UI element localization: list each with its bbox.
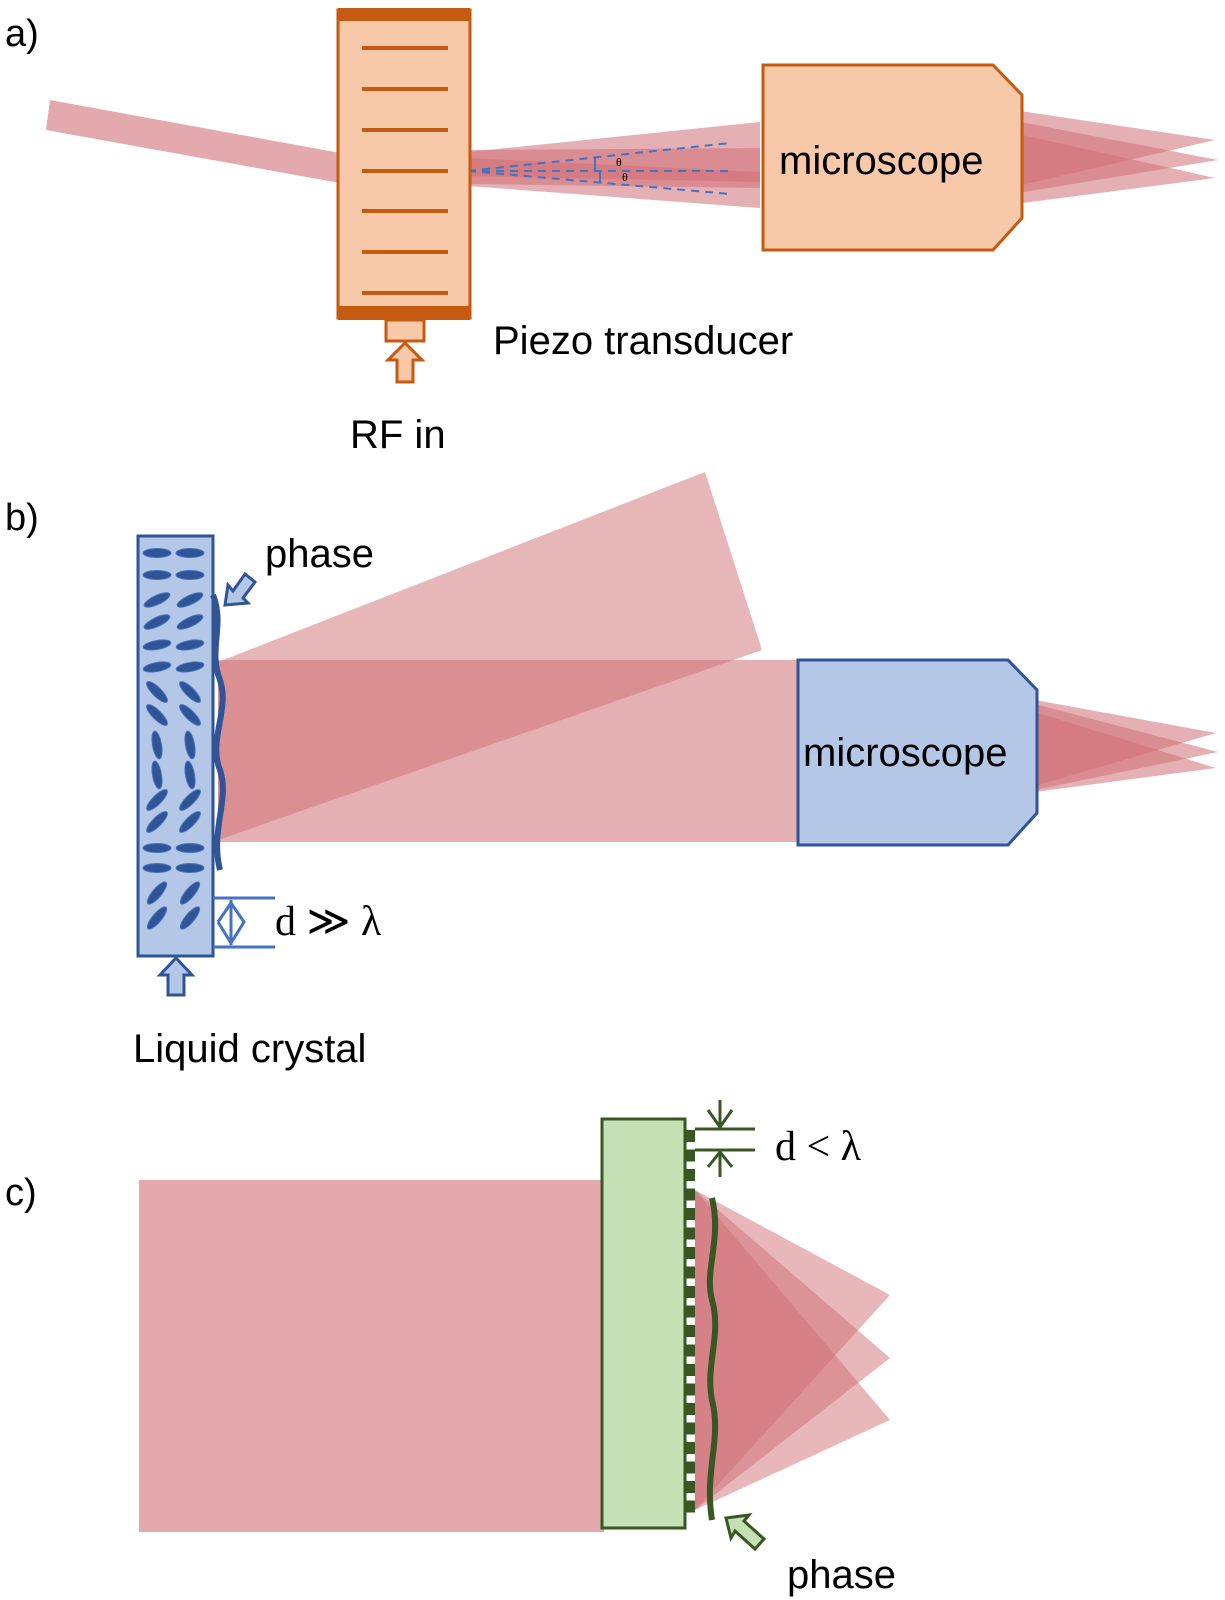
lc-molecule bbox=[179, 881, 201, 905]
lc-molecule bbox=[146, 789, 168, 811]
meta-pillar bbox=[685, 1403, 695, 1415]
meta-pillar bbox=[685, 1422, 695, 1435]
lc-molecule bbox=[176, 592, 204, 608]
phase-front bbox=[210, 593, 226, 871]
meta-pillar bbox=[685, 1149, 695, 1162]
meta-pillar bbox=[685, 1188, 695, 1201]
lc-molecule bbox=[175, 548, 205, 558]
rf-in-label: RF in bbox=[350, 413, 446, 457]
theta-bottom: θ bbox=[622, 170, 628, 184]
meta-pillar bbox=[685, 1344, 695, 1357]
phase-label-c: phase bbox=[787, 1553, 896, 1597]
lc-molecule bbox=[175, 570, 205, 580]
microscope-b: microscope bbox=[796, 658, 1039, 847]
output-beams-c bbox=[695, 1190, 890, 1510]
meta-pillar bbox=[685, 1169, 695, 1181]
lc-molecule bbox=[179, 906, 201, 930]
meta-pillar bbox=[685, 1325, 695, 1337]
panel-c-label: c) bbox=[5, 1172, 37, 1214]
lc-molecule bbox=[184, 760, 196, 790]
lc-molecule bbox=[175, 639, 205, 651]
meta-pillar bbox=[685, 1227, 695, 1240]
lc-molecule bbox=[142, 570, 172, 580]
incoming-beam-c bbox=[139, 1180, 604, 1532]
focused-output-b bbox=[1035, 700, 1218, 792]
lc-molecule bbox=[151, 760, 163, 790]
spacing-marker-b bbox=[213, 896, 275, 949]
piezo-transducer bbox=[336, 8, 472, 384]
liquid-crystal-cell bbox=[136, 534, 226, 958]
meta-pillar bbox=[685, 1266, 695, 1279]
lc-molecule bbox=[179, 789, 201, 811]
meta-pillar bbox=[685, 1500, 695, 1513]
phase-arrow-b-icon bbox=[223, 571, 258, 607]
meta-pillar bbox=[685, 1305, 695, 1318]
lc-molecule bbox=[146, 906, 168, 930]
spacing-label-c: d < λ bbox=[775, 1124, 862, 1170]
lc-molecule bbox=[142, 863, 172, 873]
diffracted-beams bbox=[468, 122, 760, 208]
theta-top: θ bbox=[616, 155, 622, 169]
spacing-marker-c bbox=[695, 1100, 755, 1177]
meta-pillar bbox=[685, 1364, 695, 1376]
meta-pillar bbox=[685, 1442, 695, 1454]
lc-molecule bbox=[142, 639, 172, 651]
meta-pillar bbox=[685, 1383, 695, 1396]
lc-input-arrow-icon bbox=[156, 955, 196, 997]
lc-molecule bbox=[179, 704, 201, 726]
lc-molecule bbox=[146, 704, 168, 726]
panel-b: b) phase d ≫ λ Liquid cryst bbox=[5, 472, 1218, 1071]
lc-molecules bbox=[142, 548, 205, 930]
phase-front-c bbox=[706, 1197, 719, 1521]
panel-a-label: a) bbox=[5, 13, 39, 55]
lc-molecule bbox=[179, 811, 201, 833]
lc-molecule bbox=[143, 614, 171, 630]
lc-molecule bbox=[176, 614, 204, 630]
panel-c: c) d < λ phase bbox=[5, 1100, 896, 1597]
phase-arrow-c-icon bbox=[724, 1513, 767, 1552]
lc-molecule bbox=[151, 730, 163, 760]
lc-molecule bbox=[142, 661, 172, 673]
metasurface bbox=[600, 1117, 719, 1530]
meta-pillar bbox=[685, 1481, 695, 1493]
meta-pillar bbox=[685, 1208, 695, 1220]
meta-pillar bbox=[685, 1461, 695, 1474]
microscope-a: microscope bbox=[761, 63, 1024, 252]
meta-pillar bbox=[685, 1286, 695, 1298]
panel-a: a) θ θ bbox=[5, 8, 1218, 457]
lc-molecule bbox=[143, 592, 171, 608]
focused-output bbox=[1000, 108, 1218, 206]
meta-pillars bbox=[685, 1130, 695, 1513]
meta-pillar bbox=[685, 1130, 695, 1142]
meta-pillar bbox=[685, 1247, 695, 1259]
liquid-crystal-label: Liquid crystal bbox=[133, 1027, 366, 1071]
microscope-b-label: microscope bbox=[803, 731, 1008, 775]
lc-molecule bbox=[146, 681, 168, 703]
lc-molecule bbox=[179, 681, 201, 703]
phase-label-b: phase bbox=[265, 532, 374, 576]
lc-molecule bbox=[175, 863, 205, 873]
lc-molecule bbox=[175, 661, 205, 673]
rf-in-arrow-icon bbox=[384, 340, 426, 384]
piezo-transducer-label: Piezo transducer bbox=[493, 319, 793, 363]
lc-molecule bbox=[142, 548, 172, 558]
lc-molecule bbox=[175, 843, 205, 853]
lc-molecule bbox=[184, 730, 196, 760]
lc-molecule bbox=[146, 881, 168, 905]
microscope-a-label: microscope bbox=[779, 139, 984, 183]
lc-molecule bbox=[142, 843, 172, 853]
panel-b-label: b) bbox=[5, 497, 39, 539]
lc-molecule bbox=[146, 811, 168, 833]
spacing-label-b: d ≫ λ bbox=[275, 899, 382, 945]
incoming-beam bbox=[46, 100, 340, 183]
straight-beam bbox=[218, 660, 800, 842]
angle-guides bbox=[467, 142, 731, 195]
